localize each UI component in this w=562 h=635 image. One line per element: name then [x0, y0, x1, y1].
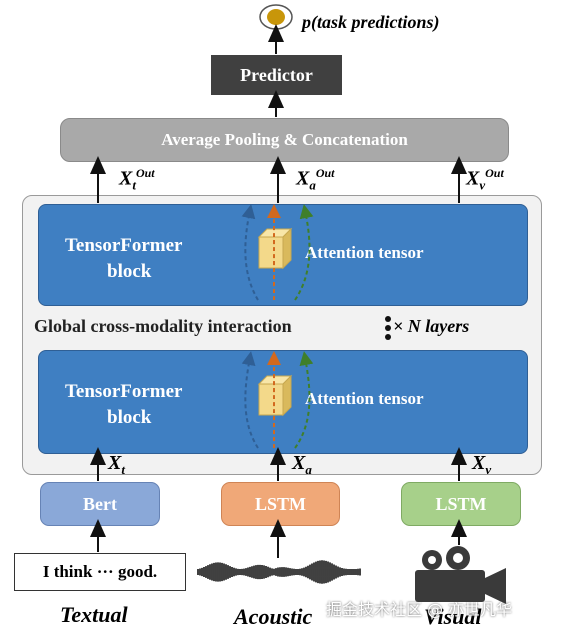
lstm-visual-encoder: LSTM [401, 482, 521, 526]
block-bottom-attention-label: Attention tensor [305, 389, 424, 408]
n-layers-label: × N layers [393, 316, 470, 336]
global-interaction-label: Global cross-modality interaction [34, 316, 292, 336]
cube-icon [257, 374, 293, 417]
modality-visual-label: Visual [424, 604, 482, 629]
task-predictions-label: p(task predictions) [302, 12, 440, 32]
tensorformer-block-top: TensorFormer block Attention tensor [38, 204, 528, 306]
x-t-out-label: XtOut [119, 166, 155, 193]
text-input-box: I think ··· good. [14, 553, 186, 591]
lstm-acoustic-encoder: LSTM [221, 482, 340, 526]
modality-acoustic-label: Acoustic [234, 604, 313, 629]
video-camera-icon [415, 546, 506, 604]
x-v-label: Xv [472, 452, 492, 477]
predictor-box: Predictor [211, 55, 342, 95]
modality-textual-label: Textual [60, 602, 128, 627]
block-top-title-line2: block [107, 261, 152, 282]
x-a-label: Xa [292, 452, 312, 477]
x-a-out-label: XaOut [296, 166, 335, 193]
block-top-attention-label: Attention tensor [305, 243, 424, 262]
vertical-dots-icon [385, 316, 391, 340]
block-bottom-title-line2: block [107, 407, 152, 428]
x-v-out-label: XvOut [466, 166, 504, 193]
output-target-icon [259, 4, 293, 30]
block-top-title-line1: TensorFormer [65, 235, 183, 256]
attention-flow-top [241, 204, 314, 301]
bert-encoder: Bert [40, 482, 160, 526]
attention-flow-bottom [241, 351, 314, 449]
watermark: 掘金技术社区 @ 亦世凡华 [326, 600, 513, 619]
audio-waveform-icon [197, 560, 361, 584]
block-bottom-title-line1: TensorFormer [65, 381, 183, 402]
x-t-label: Xt [108, 452, 125, 477]
